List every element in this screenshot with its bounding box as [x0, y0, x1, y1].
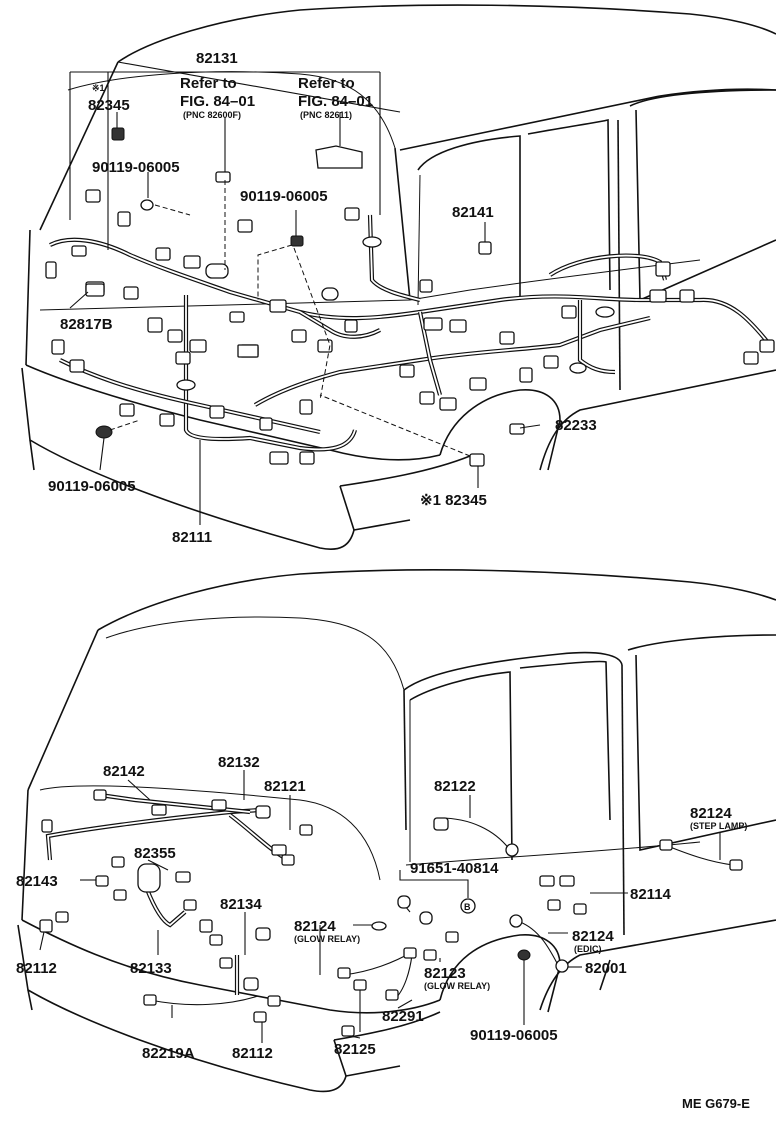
label-82123-sub: (GLOW RELAY): [424, 981, 490, 991]
label-82114: 82114: [630, 886, 672, 903]
label-82141: 82141: [452, 204, 494, 221]
label-82124-glow-sub: (GLOW RELAY): [294, 934, 360, 944]
label-82124-glow: 82124: [294, 918, 336, 935]
label-82124-step: 82124: [690, 805, 732, 822]
label-82122: 82122: [434, 778, 476, 795]
label-82134: 82134: [220, 896, 262, 913]
label-82143: 82143: [16, 873, 58, 890]
top-wiring-harness: [45, 127, 775, 467]
ref1-line3: (PNC 82600F): [183, 110, 241, 120]
top-leader-lines: [69, 61, 541, 525]
label-82345-bottom: ※1 82345: [420, 492, 487, 509]
label-82001: 82001: [585, 960, 627, 977]
diagram-code: ME G679-E: [682, 1096, 750, 1111]
label-82345-mark: ※1: [92, 83, 105, 93]
label-82121: 82121: [264, 778, 306, 795]
label-82345-top: 82345: [88, 97, 130, 114]
label-82233: 82233: [555, 417, 597, 434]
label-82131: 82131: [196, 50, 238, 67]
ref2-line1: Refer to: [298, 75, 355, 92]
label-82124-edic-sub: (EDIC): [574, 944, 602, 954]
label-82355: 82355: [134, 845, 176, 862]
ref1-line2: FIG. 84–01: [180, 93, 255, 110]
label-90119-c: 90119-06005: [48, 478, 136, 495]
label-90119-d: 90119-06005: [470, 1027, 558, 1044]
label-90119-a: 90119-06005: [92, 159, 180, 176]
label-82112-right: 82112: [232, 1045, 273, 1062]
bottom-wiring-harness: [39, 789, 743, 1037]
label-82123: 82123: [424, 965, 466, 982]
ref2-line2: FIG. 84–01: [298, 93, 373, 110]
label-82124-step-sub: (STEP LAMP): [690, 821, 747, 831]
label-82112-left: 82112: [16, 960, 57, 977]
label-82142: 82142: [103, 763, 145, 780]
label-82125: 82125: [334, 1041, 376, 1058]
bottom-vehicle-body: [17, 569, 776, 1093]
label-82132: 82132: [218, 754, 260, 771]
bolt-mark: B: [464, 902, 471, 912]
ref2-line3: (PNC 82611): [300, 110, 352, 120]
label-82111: 82111: [172, 529, 212, 546]
label-82124-edic: 82124: [572, 928, 614, 945]
label-82817B: 82817B: [60, 316, 113, 333]
label-82133: 82133: [130, 960, 172, 977]
label-82291: 82291: [382, 1008, 424, 1025]
bottom-leader-lines: [39, 770, 721, 1043]
label-90119-b: 90119-06005: [240, 188, 328, 205]
label-91651: 91651-40814: [410, 860, 499, 877]
bottom-labels: 82142 82132 82121 82122 82124 (STEP LAMP…: [16, 754, 747, 1062]
label-82219A: 82219A: [142, 1045, 195, 1062]
ref1-line1: Refer to: [180, 75, 237, 92]
top-labels: 82131 ※1 82345 Refer to FIG. 84–01 (PNC …: [48, 50, 597, 546]
